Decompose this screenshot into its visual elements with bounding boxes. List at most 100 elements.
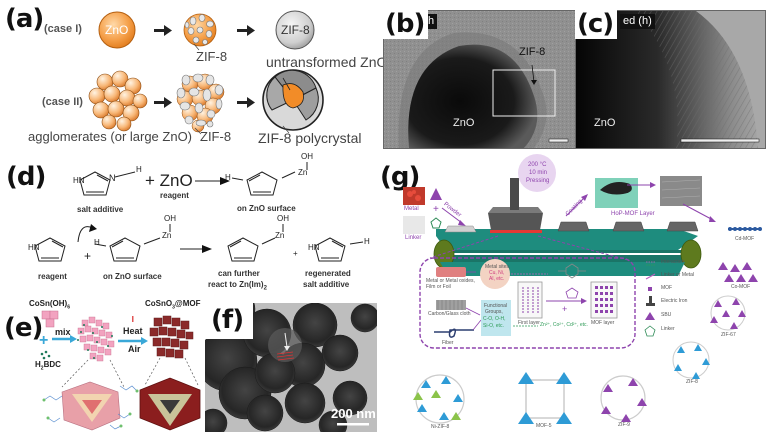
panel-a-label: (a) [5,4,44,34]
arrow-icon [237,25,255,36]
d-on-surface-2: on ZnO surface [103,272,162,281]
mix-arrow-icon [70,335,77,343]
zif8-structure-g [672,341,710,379]
precursor-cubes-icon [41,310,59,328]
electric-iron-icon [488,178,543,233]
g-mof-layer: MOF layer [591,320,615,326]
metal-sites-bubble [480,259,510,289]
regenerated-ring [314,237,364,262]
scale-bar [548,138,569,143]
functional-groups-box [481,300,511,336]
product-cubes [149,315,194,359]
g-layer-label: HoP-MOF Layer [611,211,655,217]
d-n-1: N [109,173,116,183]
untransformed-label: untransformed ZnO [266,54,388,70]
scale-bar [337,423,369,426]
fiber-icon [434,328,474,338]
zif9-structure [600,375,647,422]
panel-b-zno-label: ZnO [453,117,475,129]
heat-arrow-icon [141,337,148,345]
g-cdmof-label: Cd-MOF [735,236,755,242]
g-substrate1-2: Film or Foil [426,284,451,290]
sem-image [660,176,702,206]
d-plus-3: + [293,249,298,258]
carbon-cloth-icon [436,300,466,310]
d-plus-zno: + ZnO [145,171,193,190]
d-zn-3: Zn [275,231,285,240]
label-zif67: ZIF-67 [721,332,736,338]
zno-agglomerate [88,70,148,132]
zif67-structure [710,295,746,331]
d-regen-1: regenerated [305,269,351,278]
label-nizif8: Ni-ZIF-8 [431,424,450,430]
g-press-1: 200 °C [528,162,547,168]
g-plus: + [562,304,568,314]
legend-mof: MOF [661,285,673,291]
imidazole-zn-ring [231,162,308,196]
case2-label: (case II) [42,96,83,108]
arrow-icon [154,97,172,108]
metal-foil-icon [436,267,466,277]
legend-linker-metal: Linker or Metal [661,272,695,278]
product-ring [227,224,284,262]
electric-iron-legend-icon [646,296,655,306]
imidazolium-ring [79,171,111,196]
zno-partial-sphere [183,13,217,51]
sbu-icon [645,312,655,320]
panel-d: (d) [0,150,380,292]
d-h-1: H [136,165,142,174]
g-substrate1-1: Metal or Metal oxides, [426,278,475,284]
lattice-pointer [284,332,288,348]
case1-label: (case I) [44,23,82,35]
coated-plate [557,221,590,232]
coated-plate [612,221,645,232]
panel-b-zif8-label: ZIF-8 [519,46,546,58]
e-mix-label: mix [55,327,71,337]
zif8-sphere [275,10,315,50]
g-metal-sites-3: Al, etc. [489,276,505,282]
e-linker-label: H2BDC [35,360,61,372]
panel-f-label: (f) [205,303,254,339]
g-first-layer: First layer [518,320,540,326]
reagent-ring [34,237,66,262]
scale-bar [680,138,760,143]
panel-e: (e) CoSn(OH)6 CoSnO3@MOF mix Heat Air + … [0,290,205,432]
label-mof5: MOF-5 [536,423,552,429]
g-func-1: Functional [484,303,508,309]
mof-layer-dots [595,286,613,313]
panel-d-label: (d) [6,162,46,192]
product-polyhedron [139,377,201,431]
metal-sbu-icon [430,188,442,200]
panel-g-graphics: + [403,154,762,424]
reaction-arrow-icon [202,245,212,253]
label-comof: Co-MOF [731,284,751,290]
zif8-label-2: ZIF-8 [200,129,232,144]
g-func-2: Groups, [485,309,503,315]
panel-d-graphics [34,162,364,262]
d-regen-2: salt additive [303,280,350,289]
mof5-structure [518,372,572,424]
bdc-linker-icon [558,263,586,279]
zoom-region-box [492,69,556,117]
co-mof-structure [718,262,758,282]
d-oh-3: OH [277,214,289,223]
arrow-icon [154,25,172,36]
panel-e-label: (e) [4,313,43,343]
e-air-label: Air [128,344,141,354]
g-func-4: Si-O, etc. [483,323,504,329]
zif8-pointer [531,64,535,83]
d-hn-2: HN [28,243,40,252]
linker-ring-icon [430,217,442,229]
panel-f-scale-label: 200 nm [331,406,376,421]
d-zn-1: Zn [298,168,308,177]
g-metal-sites-1: Metal sites, [485,264,511,270]
zno-sphere-label: ZnO [105,23,129,37]
d-salt-additive: salt additive [77,205,124,214]
g-press-2: 10 min [529,170,548,176]
panel-b-tem-image: ZIF-8 ZnO h [383,10,576,149]
g-fiber: Fiber [442,340,454,346]
e-precursor-label: CoSn(OH)6 [29,299,70,311]
cd-mof-icon [728,227,762,231]
mof-icon [648,287,652,291]
label-zif8: ZIF-8 [686,379,698,385]
